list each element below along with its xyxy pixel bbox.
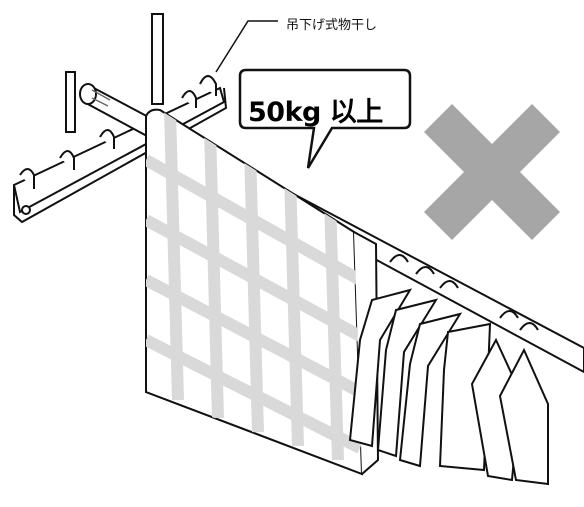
load-warning-label: 50kg 以上 [248,97,383,128]
hanging-rod-left [65,71,76,133]
towel [145,108,380,476]
hanging-rods [65,13,164,133]
product-callout-label: 吊下げ式物干し [286,18,378,33]
prohibition-x-mark [424,104,560,240]
load-warning-bubble [238,68,412,169]
hanging-shirts [348,254,549,486]
hanging-rod-right [151,13,164,105]
callout-leader [215,20,278,73]
